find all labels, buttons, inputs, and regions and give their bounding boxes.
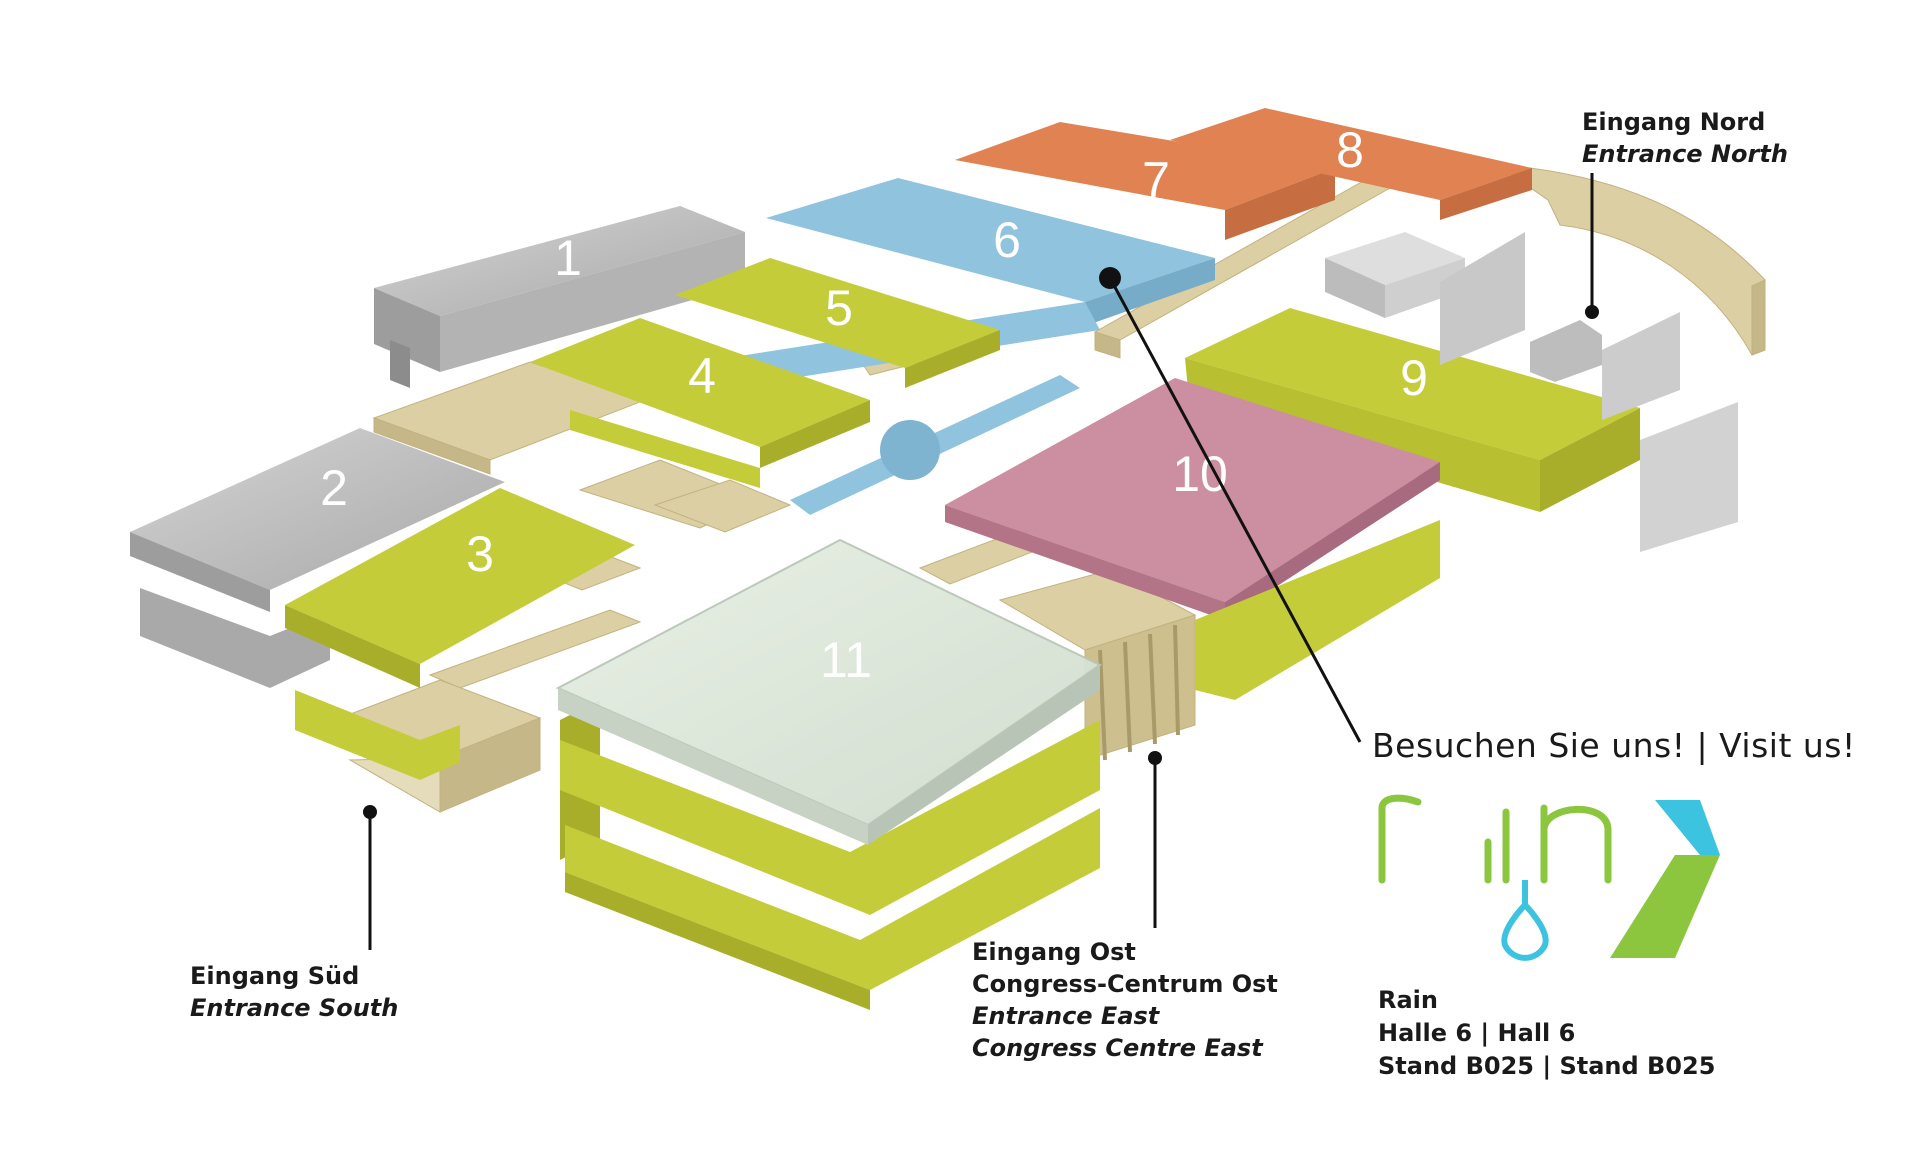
entrance-east-label: Eingang Ost Congress-Centrum Ost Entranc… xyxy=(972,936,1278,1064)
hall-1-label: 1 xyxy=(554,230,582,286)
south-marker xyxy=(363,805,377,819)
hall-5[interactable] xyxy=(675,258,1000,388)
callout-lines xyxy=(368,173,1594,950)
hall-2-label: 2 xyxy=(320,460,348,516)
entrance-north-label: Eingang Nord Entrance North xyxy=(1582,106,1788,170)
hall-9-label: 9 xyxy=(1400,350,1428,406)
visit-us-callout: Besuchen Sie uns! | Visit us! xyxy=(1372,726,1856,765)
hall-9[interactable] xyxy=(1185,308,1640,512)
hall-1[interactable] xyxy=(374,206,745,388)
hall-10-label: 10 xyxy=(1172,446,1228,502)
hall-4[interactable] xyxy=(530,318,870,488)
entrance-south-label: Eingang Süd Entrance South xyxy=(190,960,398,1024)
stand-marker xyxy=(1099,267,1121,289)
callout-markers xyxy=(363,267,1599,819)
hall-8[interactable] xyxy=(1170,108,1532,220)
stand-company: Rain xyxy=(1378,986,1438,1014)
entrance-east-de: Eingang Ost xyxy=(972,938,1136,966)
east-marker xyxy=(1148,751,1162,765)
hall-10[interactable] xyxy=(945,378,1440,700)
hall-3-label: 3 xyxy=(466,526,494,582)
entrance-north-de: Eingang Nord xyxy=(1582,108,1766,136)
entrance-east-de2: Congress-Centrum Ost xyxy=(972,970,1278,998)
chevron-blue-icon xyxy=(1655,800,1720,855)
hall-6-label: 6 xyxy=(993,212,1021,268)
visit-leader-line xyxy=(1108,277,1362,743)
walkways xyxy=(338,167,1766,813)
hall-11[interactable] xyxy=(555,538,1102,1010)
hall-11-label: 11 xyxy=(820,632,872,688)
hall-4-label: 4 xyxy=(688,348,716,404)
entrance-south-en: Entrance South xyxy=(190,994,399,1022)
entrance-north-buildings xyxy=(1325,232,1738,552)
hall-3[interactable] xyxy=(285,488,635,780)
stand-number: Stand B025 | Stand B025 xyxy=(1378,1052,1716,1080)
stand-hall: Halle 6 | Hall 6 xyxy=(1378,1019,1576,1047)
entrance-east-en: Entrance East xyxy=(972,1002,1160,1030)
entrance-south-de: Eingang Süd xyxy=(190,962,360,990)
entrance-north-en: Entrance North xyxy=(1582,140,1788,168)
north-marker xyxy=(1585,305,1599,319)
hall-7-label: 7 xyxy=(1142,152,1170,208)
rain-logo xyxy=(1378,794,1720,961)
hall-5-label: 5 xyxy=(825,280,853,336)
entrance-east-en2: Congress Centre East xyxy=(972,1034,1263,1062)
rain-drop-icon xyxy=(1501,880,1549,961)
hall-2[interactable] xyxy=(130,428,505,688)
hall-7[interactable] xyxy=(955,122,1335,240)
hall-8-label: 8 xyxy=(1336,122,1364,178)
stand-info: Rain Halle 6 | Hall 6 Stand B025 | Stand… xyxy=(1378,984,1715,1083)
